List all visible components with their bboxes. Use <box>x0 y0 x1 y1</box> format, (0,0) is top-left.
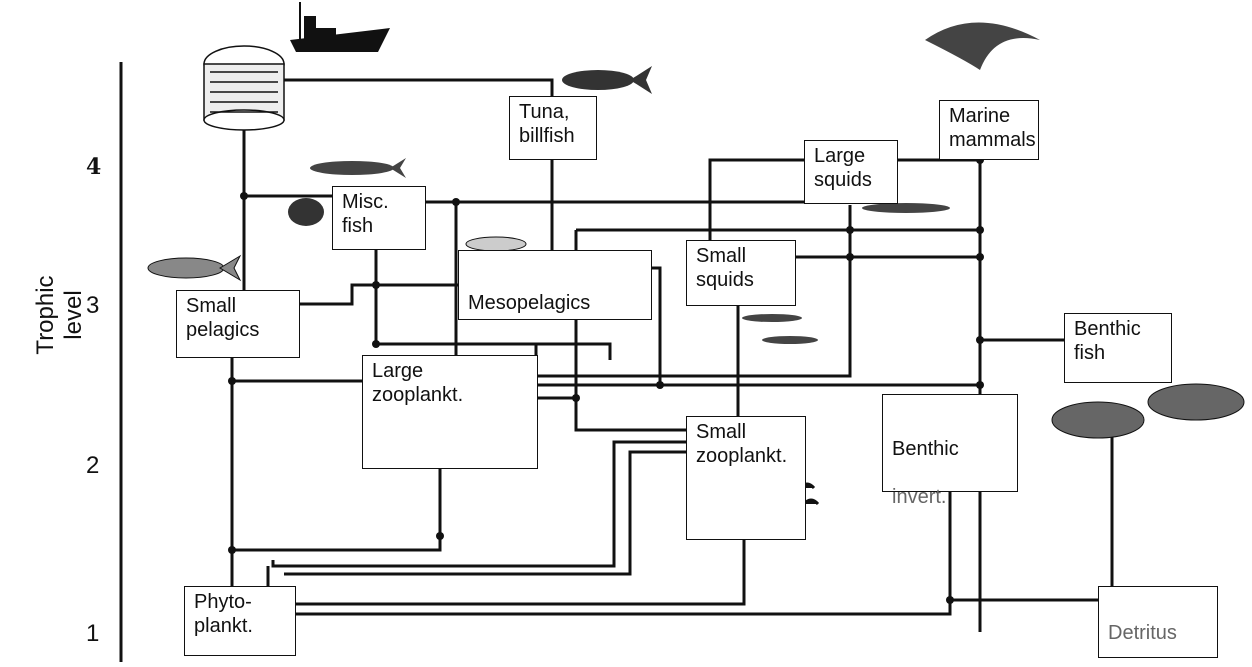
tick-label: 4 <box>86 154 102 180</box>
dolphin-icon <box>925 22 1040 70</box>
node-large-squids: Large squids <box>804 140 898 204</box>
tick-label: 1 <box>86 620 100 647</box>
grouper-icon <box>1051 383 1245 439</box>
angelfish-icon <box>288 198 324 226</box>
node-large-zooplankton: Large zooplankt. <box>362 355 538 469</box>
node-benthic-invertebrates: Benthic invert. <box>882 394 1018 508</box>
mackerel-icon <box>310 158 406 178</box>
tick-label: 3 <box>86 292 100 319</box>
fishing-vessel-icon <box>290 2 390 52</box>
node-tuna: Tuna, billfish <box>509 96 597 160</box>
node-detritus: Detritus <box>1098 586 1218 658</box>
node-small-zooplankton: Small zooplankt. <box>686 416 806 540</box>
node-benthic-fish: Benthic fish <box>1064 313 1172 383</box>
purse-seine-net-icon <box>203 45 285 131</box>
node-marine-mammals: Marine mammals <box>939 100 1039 160</box>
y-axis-label: Trophic level <box>32 275 87 355</box>
node-small-pelagics: Small pelagics <box>176 290 300 358</box>
node-small-squids: Small squids <box>686 240 796 306</box>
squid-icon <box>742 203 950 344</box>
herring-icon <box>147 254 242 282</box>
node-mesopelagics: Mesopelagics <box>458 250 652 320</box>
node-phytoplankton: Phyto- plankt. <box>184 586 296 656</box>
benthic-invert-label-2: invert. <box>892 486 947 508</box>
benthic-invert-label-1: Benthic <box>892 438 959 460</box>
node-misc-fish: Misc. fish <box>332 186 426 250</box>
tick-label: 2 <box>86 452 100 479</box>
tuna-icon <box>562 66 652 94</box>
